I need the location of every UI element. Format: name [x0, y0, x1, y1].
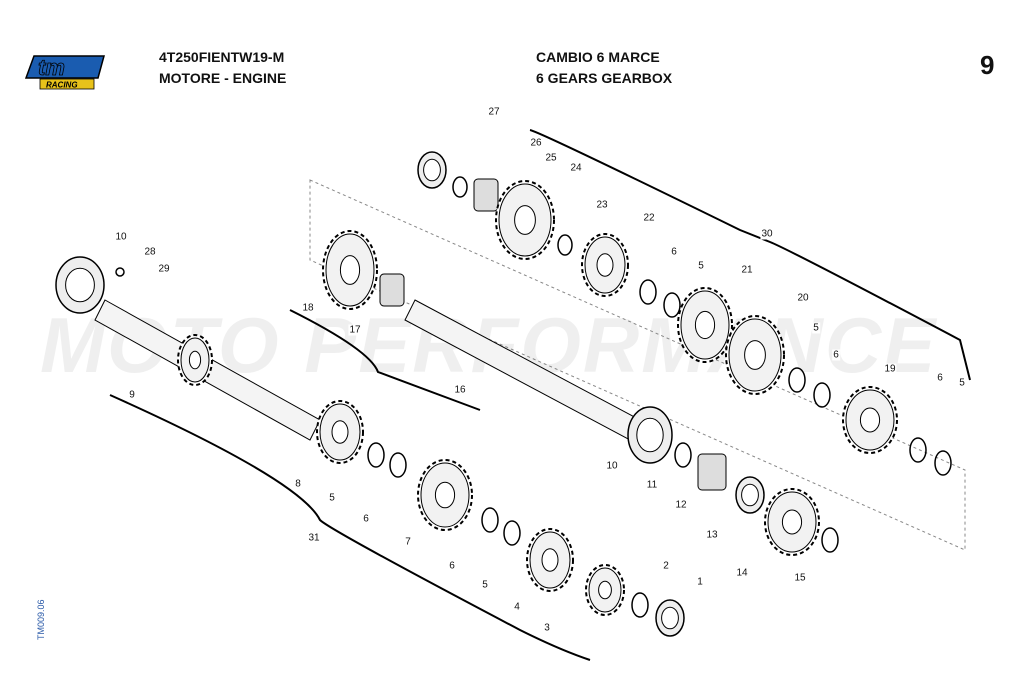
callout-25: 25 [544, 152, 558, 164]
callout-10: 10 [605, 460, 619, 472]
callout-16: 16 [453, 384, 467, 396]
callout-5: 5 [481, 579, 489, 591]
ring-washer [934, 450, 952, 476]
ring-washer [813, 382, 831, 408]
callout-20: 20 [796, 292, 810, 304]
callout-17: 17 [348, 324, 362, 336]
model-code: 4T250FIENTW19-M [159, 49, 285, 65]
callout-7: 7 [404, 536, 412, 548]
section-title: MOTORE - ENGINE [159, 70, 287, 86]
ring-washer [557, 234, 573, 256]
callout-24: 24 [569, 162, 583, 174]
ring-washer [674, 442, 692, 468]
gear-bore [331, 420, 349, 444]
callout-6: 6 [832, 349, 840, 361]
bracket-30 [529, 129, 971, 381]
tm-racing-logo-icon: tm RACING [24, 55, 105, 90]
callout-27: 27 [487, 106, 501, 118]
gear-bore [744, 340, 766, 370]
dashed-frame [309, 179, 966, 551]
callout-18: 18 [301, 302, 315, 314]
needle-cage [473, 178, 499, 212]
gear-bore [434, 481, 456, 509]
ring-washer [452, 176, 468, 198]
callout-6: 6 [936, 372, 944, 384]
callout-1: 1 [696, 576, 704, 588]
ring-washer [631, 592, 649, 618]
bearing-inner [741, 483, 759, 507]
gear-bore [859, 407, 881, 433]
ring-washer [481, 507, 499, 533]
counter-shaft [404, 299, 641, 441]
callout-5: 5 [328, 492, 336, 504]
ring-washer [389, 452, 407, 478]
callout-5: 5 [958, 377, 966, 389]
callout-6: 6 [362, 513, 370, 525]
callout-26: 26 [529, 137, 543, 149]
gear-bore [694, 310, 716, 340]
callout-11: 11 [645, 479, 659, 491]
bearing-inner [636, 417, 664, 453]
callout-21: 21 [740, 264, 754, 276]
ring-washer [909, 437, 927, 463]
needle-cage [379, 273, 405, 307]
needle-cage [697, 453, 727, 491]
group-title-en: 6 GEARS GEARBOX [536, 70, 673, 86]
gear-bore [541, 548, 559, 572]
svg-text:tm: tm [38, 55, 65, 80]
callout-3: 3 [543, 622, 551, 634]
callout-10: 10 [114, 231, 128, 243]
bearing-inner [661, 606, 679, 630]
callout-2: 2 [662, 560, 670, 572]
bearing-inner [423, 158, 441, 182]
bearing-inner [65, 267, 95, 303]
callout-30: 30 [760, 228, 774, 240]
gear-bore [514, 205, 536, 235]
callout-13: 13 [705, 529, 719, 541]
callout-12: 12 [674, 499, 688, 511]
callout-31: 31 [307, 532, 321, 544]
bracket-31 [109, 394, 591, 661]
callout-6: 6 [448, 560, 456, 572]
brand-logo: tm RACING [24, 48, 108, 92]
group-title-it: CAMBIO 6 MARCE [536, 49, 660, 65]
gear-bore [596, 253, 614, 277]
callout-8: 8 [294, 478, 302, 490]
callout-6: 6 [670, 246, 678, 258]
callout-29: 29 [157, 263, 171, 275]
svg-text:RACING: RACING [46, 81, 78, 90]
gear-bore [188, 350, 202, 370]
ring-washer [821, 527, 839, 553]
callout-15: 15 [793, 572, 807, 584]
bracket-17-18 [289, 309, 481, 411]
ring-washer [115, 267, 125, 277]
ring-washer [788, 367, 806, 393]
callout-5: 5 [812, 322, 820, 334]
callout-28: 28 [143, 246, 157, 258]
callout-4: 4 [513, 601, 521, 613]
ring-washer [503, 520, 521, 546]
gear-bore [598, 580, 612, 600]
ring-washer [367, 442, 385, 468]
page-number: 9 [980, 50, 995, 80]
callout-14: 14 [735, 567, 749, 579]
callout-22: 22 [642, 212, 656, 224]
callout-23: 23 [595, 199, 609, 211]
ring-washer [639, 279, 657, 305]
gear-bore [781, 509, 803, 535]
callout-5: 5 [697, 260, 705, 272]
callout-19: 19 [883, 363, 897, 375]
callout-9: 9 [128, 389, 136, 401]
ring-washer [663, 292, 681, 318]
gear-bore [339, 255, 361, 285]
